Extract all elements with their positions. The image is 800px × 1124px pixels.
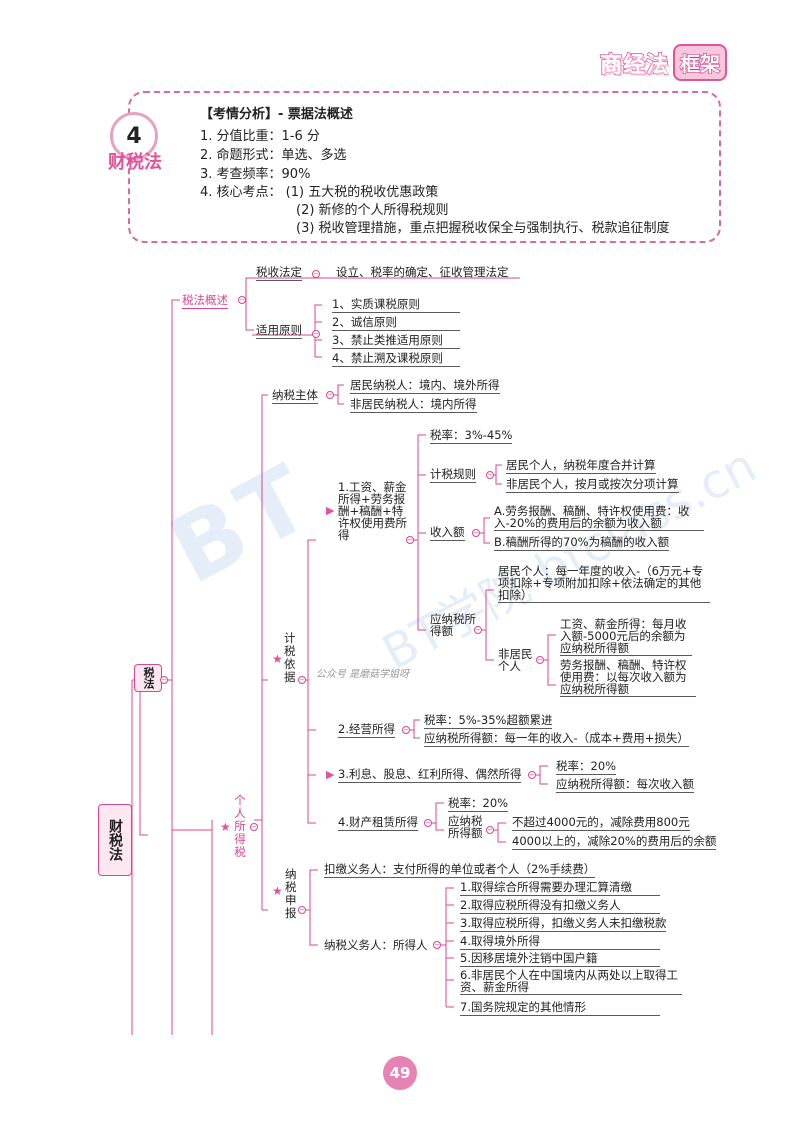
analysis-heading: 【考情分析】- 票据法概述 <box>200 107 353 122</box>
nonresident-labor: 劳务报酬、稿酬、特许权使用费：以每次收入额为应纳税所得额 <box>560 659 696 697</box>
brand-main-text: 商经法 <box>599 52 670 79</box>
income-amount-node: 收入额 <box>430 525 465 541</box>
principle-item: 4、禁止溯及课税原则 <box>332 351 460 367</box>
collapse-icon[interactable]: − <box>160 676 168 684</box>
collapse-icon[interactable]: − <box>472 529 480 537</box>
collapse-icon[interactable]: − <box>433 941 441 949</box>
wage-group-node: 1.工资、薪金所得+劳务报酬+稿酬+特许权使用费所得 <box>338 480 407 542</box>
income-a: A.劳务报酬、稿酬、特许权使用费：收入-20%的费用后的余额为收入额 <box>494 505 704 531</box>
analysis-point: (3) 税收管理措施，重点把握税收保全与强制执行、税款追征制度 <box>296 221 670 236</box>
nonresident-wage: 工资、薪金所得：每月收入额-5000元后的余额为应纳税所得额 <box>560 618 692 656</box>
obligor-item: 3.取得应税所得，扣缴义务人未扣缴税款 <box>460 916 667 932</box>
resident-taxable: 居民个人：每一年度的收入-（6万元+专项扣除+专项附加扣除+依法确定的其他扣除） <box>498 565 710 603</box>
iit-node: 个人所得税 <box>234 793 246 859</box>
page-number: 49 <box>383 1056 417 1090</box>
principle-item: 1、实质课税原则 <box>332 297 460 313</box>
interest-rate: 税率：20% <box>556 759 617 775</box>
tax-overview-node: 税法概述 <box>182 293 228 309</box>
brand-logo: 商经法 框架 <box>599 44 728 81</box>
lease-a: 不超过4000元的，减除费用800元 <box>512 815 690 831</box>
calc-nonresident: 非居民个人，按月或按次分项计算 <box>506 477 679 493</box>
exam-analysis-box <box>128 91 721 243</box>
collapse-icon[interactable]: − <box>250 823 258 831</box>
obligor-item: 4.取得境外所得 <box>460 934 660 950</box>
obligor-item: 7.国务院规定的其他情形 <box>460 1000 660 1016</box>
resident-node: 居民纳税人：境内、境外所得 <box>350 378 500 394</box>
collapse-icon[interactable]: − <box>406 536 414 544</box>
collapse-icon[interactable]: − <box>536 656 544 664</box>
collapse-icon[interactable]: − <box>312 270 320 278</box>
lease-taxable-node: 应纳税所得额 <box>448 814 483 840</box>
basis-node: 计税依据 <box>284 631 296 684</box>
chapter-number: 4 <box>110 112 158 160</box>
collapse-icon[interactable]: − <box>486 826 494 834</box>
analysis-line: 3. 考查频率：90% <box>200 167 311 182</box>
calc-rule-node: 计税规则 <box>430 467 476 483</box>
collapse-icon[interactable]: − <box>402 726 410 734</box>
tax-statutory-node: 税收法定 <box>256 265 302 281</box>
rate-node: 税率：3%-45% <box>430 428 513 444</box>
collapse-icon[interactable]: − <box>486 471 494 479</box>
collapse-icon[interactable]: − <box>312 330 320 338</box>
filing-node: 纳税申报 <box>285 867 297 920</box>
collapse-icon[interactable]: − <box>474 626 482 634</box>
tax-statutory-desc: 设立、税率的确定、征收管理法定 <box>336 265 509 279</box>
business-rate: 税率：5%-35%超额累进 <box>424 713 553 729</box>
obligor-item: 6.非居民个人在中国境内从两处以上取得工资、薪金所得 <box>460 969 682 995</box>
tax-law-node: 税法 <box>134 664 162 692</box>
taxpayer-node: 纳税主体 <box>272 388 318 404</box>
collapse-icon[interactable]: − <box>298 906 306 914</box>
obligor-item: 2.取得应税所得没有扣缴义务人 <box>460 898 660 914</box>
withholding-node: 扣缴义务人：支付所得的单位或者个人（2%手续费） <box>324 862 596 878</box>
obligor-node: 纳税义务人：所得人 <box>324 938 428 952</box>
nonresident-node: 非居民纳税人：境内所得 <box>350 397 477 413</box>
chapter-title: 财税法 <box>108 152 162 173</box>
business-taxable: 应纳税所得额：每一年的收入-（成本+费用+损失） <box>424 731 689 747</box>
principles-node: 适用原则 <box>256 323 302 339</box>
principle-item: 3、禁止类推适用原则 <box>332 333 460 349</box>
lease-b: 4000以上的，减除20%的费用后的余额 <box>512 834 717 850</box>
brand-boxed-text: 框架 <box>673 44 728 81</box>
interest-node: 3.利息、股息、红利所得、偶然所得 <box>338 767 522 783</box>
account-note: 公众号 是磨菇学姐呀 <box>316 669 410 680</box>
flag-icon: ▶ <box>326 768 335 781</box>
lease-node: 4.财产租赁所得 <box>338 815 418 831</box>
star-icon: ★ <box>272 884 283 898</box>
collapse-icon[interactable]: − <box>298 676 306 684</box>
interest-taxable: 应纳税所得额：每次收入额 <box>556 777 694 793</box>
collapse-icon[interactable]: − <box>424 819 432 827</box>
obligor-item: 1.取得综合所得需要办理汇算清缴 <box>460 880 660 896</box>
star-icon: ★ <box>220 820 231 834</box>
analysis-line: 4. 核心考点： (1) 五大税的税收优惠政策 <box>200 185 439 200</box>
star-icon: ★ <box>272 652 283 666</box>
taxable-income-node: 应纳税所得额 <box>430 612 476 638</box>
obligor-item: 5.因移居境外注销中国户籍 <box>460 951 660 967</box>
root-node: 财税法 <box>98 804 132 876</box>
collapse-icon[interactable]: − <box>238 296 246 304</box>
lease-rate: 税率：20% <box>448 796 509 812</box>
nonresident-person-node: 非居民个人 <box>498 647 533 673</box>
analysis-line: 2. 命题形式：单选、多选 <box>200 148 347 163</box>
income-b: B.稿酬所得的70%为稿酬的收入额 <box>494 535 670 551</box>
business-income-node: 2.经营所得 <box>338 722 395 738</box>
principle-item: 2、诚信原则 <box>332 315 460 331</box>
collapse-icon[interactable]: − <box>326 391 334 399</box>
analysis-point: (2) 新修的个人所得税规则 <box>296 203 449 218</box>
calc-resident: 居民个人，纳税年度合并计算 <box>506 458 656 474</box>
flag-icon: ▶ <box>326 504 335 517</box>
collapse-icon[interactable]: − <box>528 771 536 779</box>
analysis-line: 1. 分值比重：1-6 分 <box>200 129 320 144</box>
